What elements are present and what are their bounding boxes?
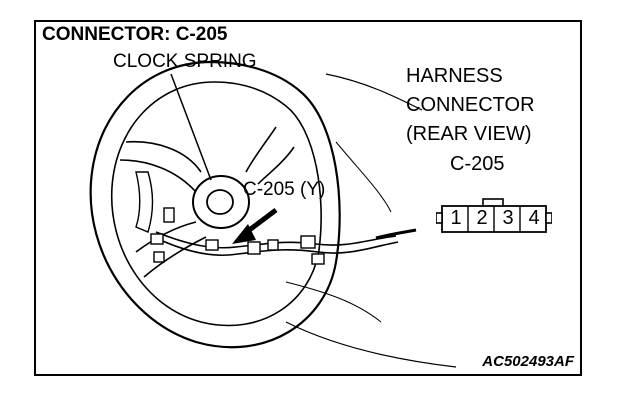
connector-arrow-head (232, 224, 256, 244)
diagram-frame: CONNECTOR: C-205 CLOCK SPRING C-205 (Y) … (34, 20, 582, 376)
wheel-spoke (143, 236, 207, 278)
connector-pin: 4 (528, 207, 540, 229)
harness-line-1: HARNESS (406, 65, 503, 87)
clock-spring-leader (170, 73, 212, 181)
wheel-spoke (125, 140, 202, 173)
harness-connector (311, 253, 325, 265)
connector-pin: 3 (502, 207, 514, 229)
harness-connector-heading: HARNESS CONNECTOR (REAR VIEW) (406, 62, 535, 149)
dashboard-line (325, 73, 423, 111)
harness-connector (300, 235, 316, 249)
wire-end (375, 228, 417, 240)
harness-connector (153, 251, 165, 263)
wheel-spoke (119, 159, 197, 193)
harness-line-2: CONNECTOR (406, 94, 535, 116)
figure-reference-code: AC502493AF (482, 353, 574, 370)
harness-connector (267, 239, 279, 251)
spoke-opening (135, 171, 154, 233)
wheel-spoke (245, 126, 277, 173)
wheel-rim-inner (110, 81, 322, 327)
harness-connector (205, 239, 219, 251)
connector-body-outline (436, 198, 552, 233)
connector-pin: 1 (450, 207, 462, 229)
harness-line-3: (REAR VIEW) (406, 123, 532, 145)
wheel-spoke (257, 146, 295, 185)
clock-spring-label: CLOCK SPRING (113, 51, 257, 72)
harness-connector (247, 241, 261, 255)
dashboard-line (335, 141, 392, 213)
connector-pinout: 1 2 3 4 (436, 198, 552, 235)
connector-code: C-205 (450, 153, 505, 175)
connector-title: CONNECTOR: C-205 (42, 24, 228, 45)
connector-callout-label: C-205 (Y) (243, 179, 326, 200)
steering-wheel-illustration (89, 60, 457, 368)
harness-connector (163, 207, 175, 223)
connector-pin: 2 (476, 207, 488, 229)
harness-connector (150, 233, 164, 245)
dashboard-line (285, 321, 457, 368)
dashboard-line (285, 281, 382, 323)
wheel-rim-outer (89, 60, 341, 349)
clock-spring-hole (206, 189, 234, 215)
wheel-spoke (135, 221, 197, 253)
